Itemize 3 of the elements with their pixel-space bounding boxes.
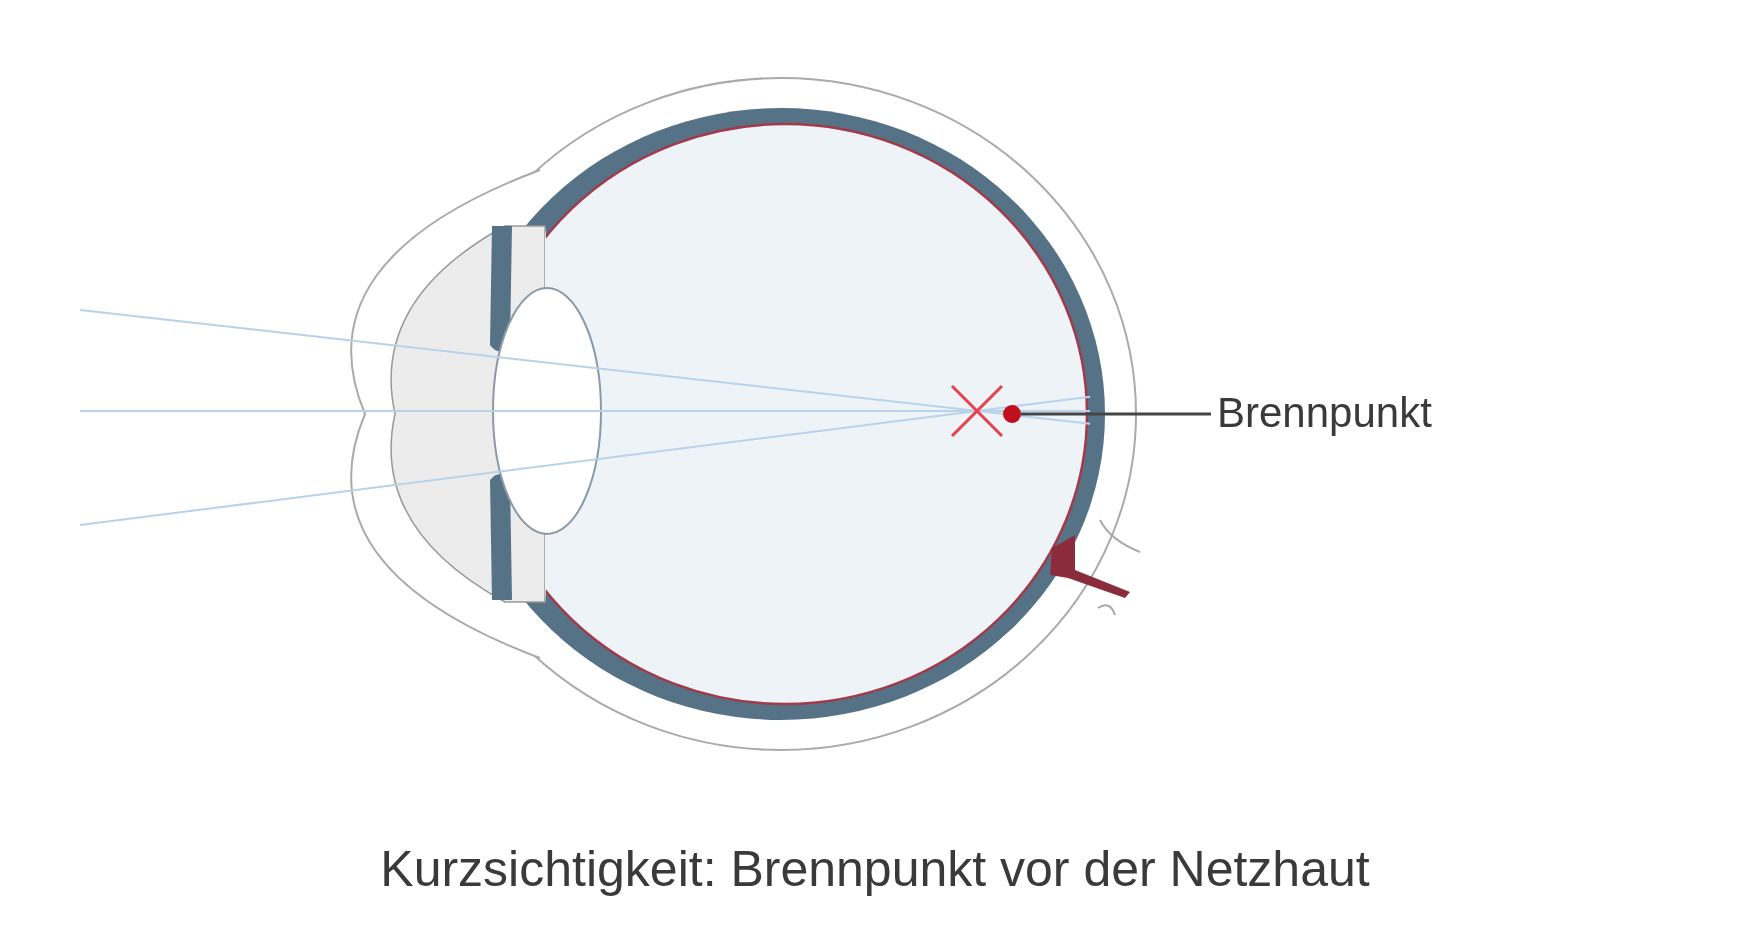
callout-label: Brennpunkt [1217, 388, 1432, 439]
leader-line [1021, 412, 1211, 416]
caption: Kurzsichtigkeit: Brennpunkt vor der Netzhaut [379, 840, 1371, 898]
